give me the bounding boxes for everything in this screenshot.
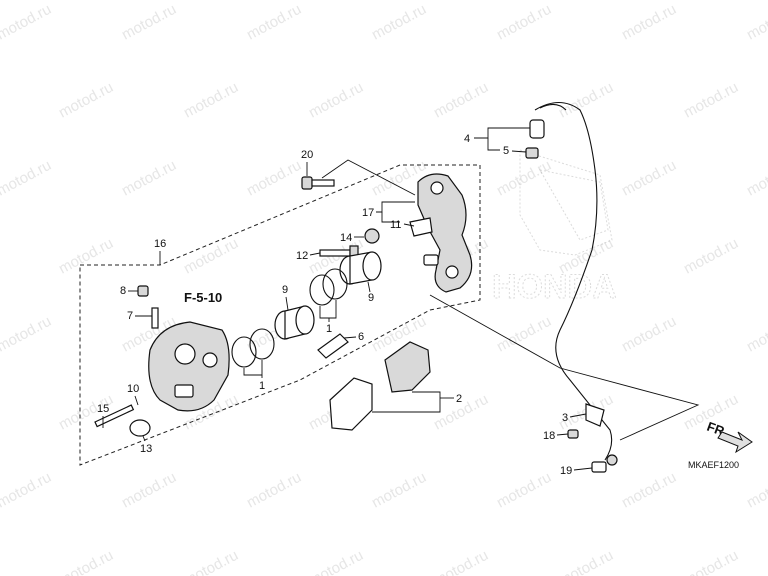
callout-8: 8 — [120, 285, 126, 297]
diagram-code: MKAEF1200 — [688, 460, 739, 470]
watermark-text: motod.ru — [369, 469, 429, 512]
callout-9-lower: 9 — [282, 284, 288, 296]
pad-pin-15 — [94, 404, 135, 428]
boot-11 — [409, 217, 433, 237]
watermark-text: motod.ru — [494, 469, 554, 512]
sleeve-14 — [364, 228, 380, 244]
callout-18: 18 — [543, 430, 555, 442]
honda-logo-text: HONDA — [492, 268, 617, 306]
callout-10: 10 — [127, 383, 139, 395]
watermark-text: motod.ru — [181, 79, 241, 122]
watermark-text: motod.ru — [119, 157, 179, 200]
caliper-body — [148, 321, 230, 412]
watermark-text: motod.ru — [56, 79, 116, 122]
callout-9-upper: 9 — [368, 292, 374, 304]
callout-5: 5 — [503, 145, 509, 157]
watermark-text: motod.ru — [244, 1, 304, 44]
piston-9-lower — [274, 305, 315, 340]
plug-13 — [129, 419, 151, 437]
piston-9-upper — [339, 251, 382, 285]
brake-pads-2 — [329, 341, 431, 431]
callout-2: 2 — [456, 393, 462, 405]
watermark-text: motod.ru — [431, 547, 491, 576]
callout-13: 13 — [140, 443, 152, 455]
callout-1-lower: 1 — [259, 380, 265, 392]
assembly-outline — [79, 164, 481, 466]
callout-17: 17 — [362, 207, 374, 219]
watermark-text: motod.ru — [744, 469, 768, 512]
callout-15: 15 — [97, 403, 109, 415]
watermark-text: motod.ru — [181, 547, 241, 576]
watermark-text: motod.ru — [619, 157, 679, 200]
callout-1-upper: 1 — [326, 323, 332, 335]
bleeder-cap-8 — [137, 285, 149, 297]
callout-11: 11 — [390, 219, 401, 231]
watermark-text: motod.ru — [56, 547, 116, 576]
watermark-text: motod.ru — [119, 1, 179, 44]
callout-16: 16 — [154, 238, 166, 250]
callout-20: 20 — [301, 149, 313, 161]
bolt-20 — [301, 176, 335, 190]
watermark-text: motod.ru — [744, 313, 768, 356]
callouts: 20 17 11 14 12 9 9 1 1 6 2 16 — [97, 127, 593, 477]
watermark-text: motod.ru — [619, 313, 679, 356]
watermark-text: motod.ru — [306, 547, 366, 576]
callout-12: 12 — [296, 250, 308, 262]
callout-4: 4 — [464, 133, 470, 145]
watermark-text: motod.ru — [681, 235, 741, 278]
bleeder-screw-7 — [151, 307, 159, 329]
clamp-5 — [525, 147, 539, 159]
watermark-text: motod.ru — [56, 235, 116, 278]
caliper-bracket — [417, 173, 473, 293]
watermark-text: motod.ru — [431, 79, 491, 122]
watermark-text: motod.ru — [0, 1, 54, 44]
watermark-text: motod.ru — [556, 547, 616, 576]
watermark-text: motod.ru — [556, 79, 616, 122]
watermark-text: motod.ru — [0, 469, 54, 512]
watermark-text: motod.ru — [494, 157, 554, 200]
sensor-holder-3 — [585, 403, 605, 427]
callout-14: 14 — [340, 232, 352, 244]
watermark-text: motod.ru — [494, 313, 554, 356]
sensor-19 — [591, 454, 618, 473]
callout-3: 3 — [562, 412, 568, 424]
callout-19: 19 — [560, 465, 572, 477]
connector-4 — [529, 119, 545, 139]
watermark-text: motod.ru — [0, 157, 54, 200]
seal-pair-upper — [309, 268, 348, 306]
bolt-18 — [567, 429, 579, 439]
front-direction-arrow: FR. — [705, 419, 753, 454]
watermark-text: motod.ru — [181, 235, 241, 278]
speed-sensor-cable — [534, 101, 613, 461]
leader-20 — [321, 159, 416, 196]
watermark-text: motod.ru — [306, 79, 366, 122]
watermark-text: motod.ru — [0, 313, 54, 356]
watermark-text: motod.ru — [369, 1, 429, 44]
watermark-text: motod.ru — [744, 1, 768, 44]
leader-sensor-area — [429, 294, 700, 441]
pad-spring-6 — [317, 333, 349, 359]
callout-6: 6 — [358, 331, 364, 343]
watermark-text: motod.ru — [244, 157, 304, 200]
watermark-text: motod.ru — [244, 469, 304, 512]
watermark-text: motod.ru — [744, 157, 768, 200]
seal-pair-lower — [231, 328, 275, 368]
watermark-text: motod.ru — [681, 547, 741, 576]
watermark-text: motod.ru — [681, 79, 741, 122]
callout-7: 7 — [127, 310, 133, 322]
honda-wing-logo: HONDA — [492, 149, 617, 307]
watermark-text: motod.ru — [119, 469, 179, 512]
watermark-text: motod.ru — [619, 1, 679, 44]
watermark-text: motod.ru — [619, 469, 679, 512]
reference-label: F-5-10 — [184, 290, 222, 305]
watermark-text: motod.ru — [494, 1, 554, 44]
